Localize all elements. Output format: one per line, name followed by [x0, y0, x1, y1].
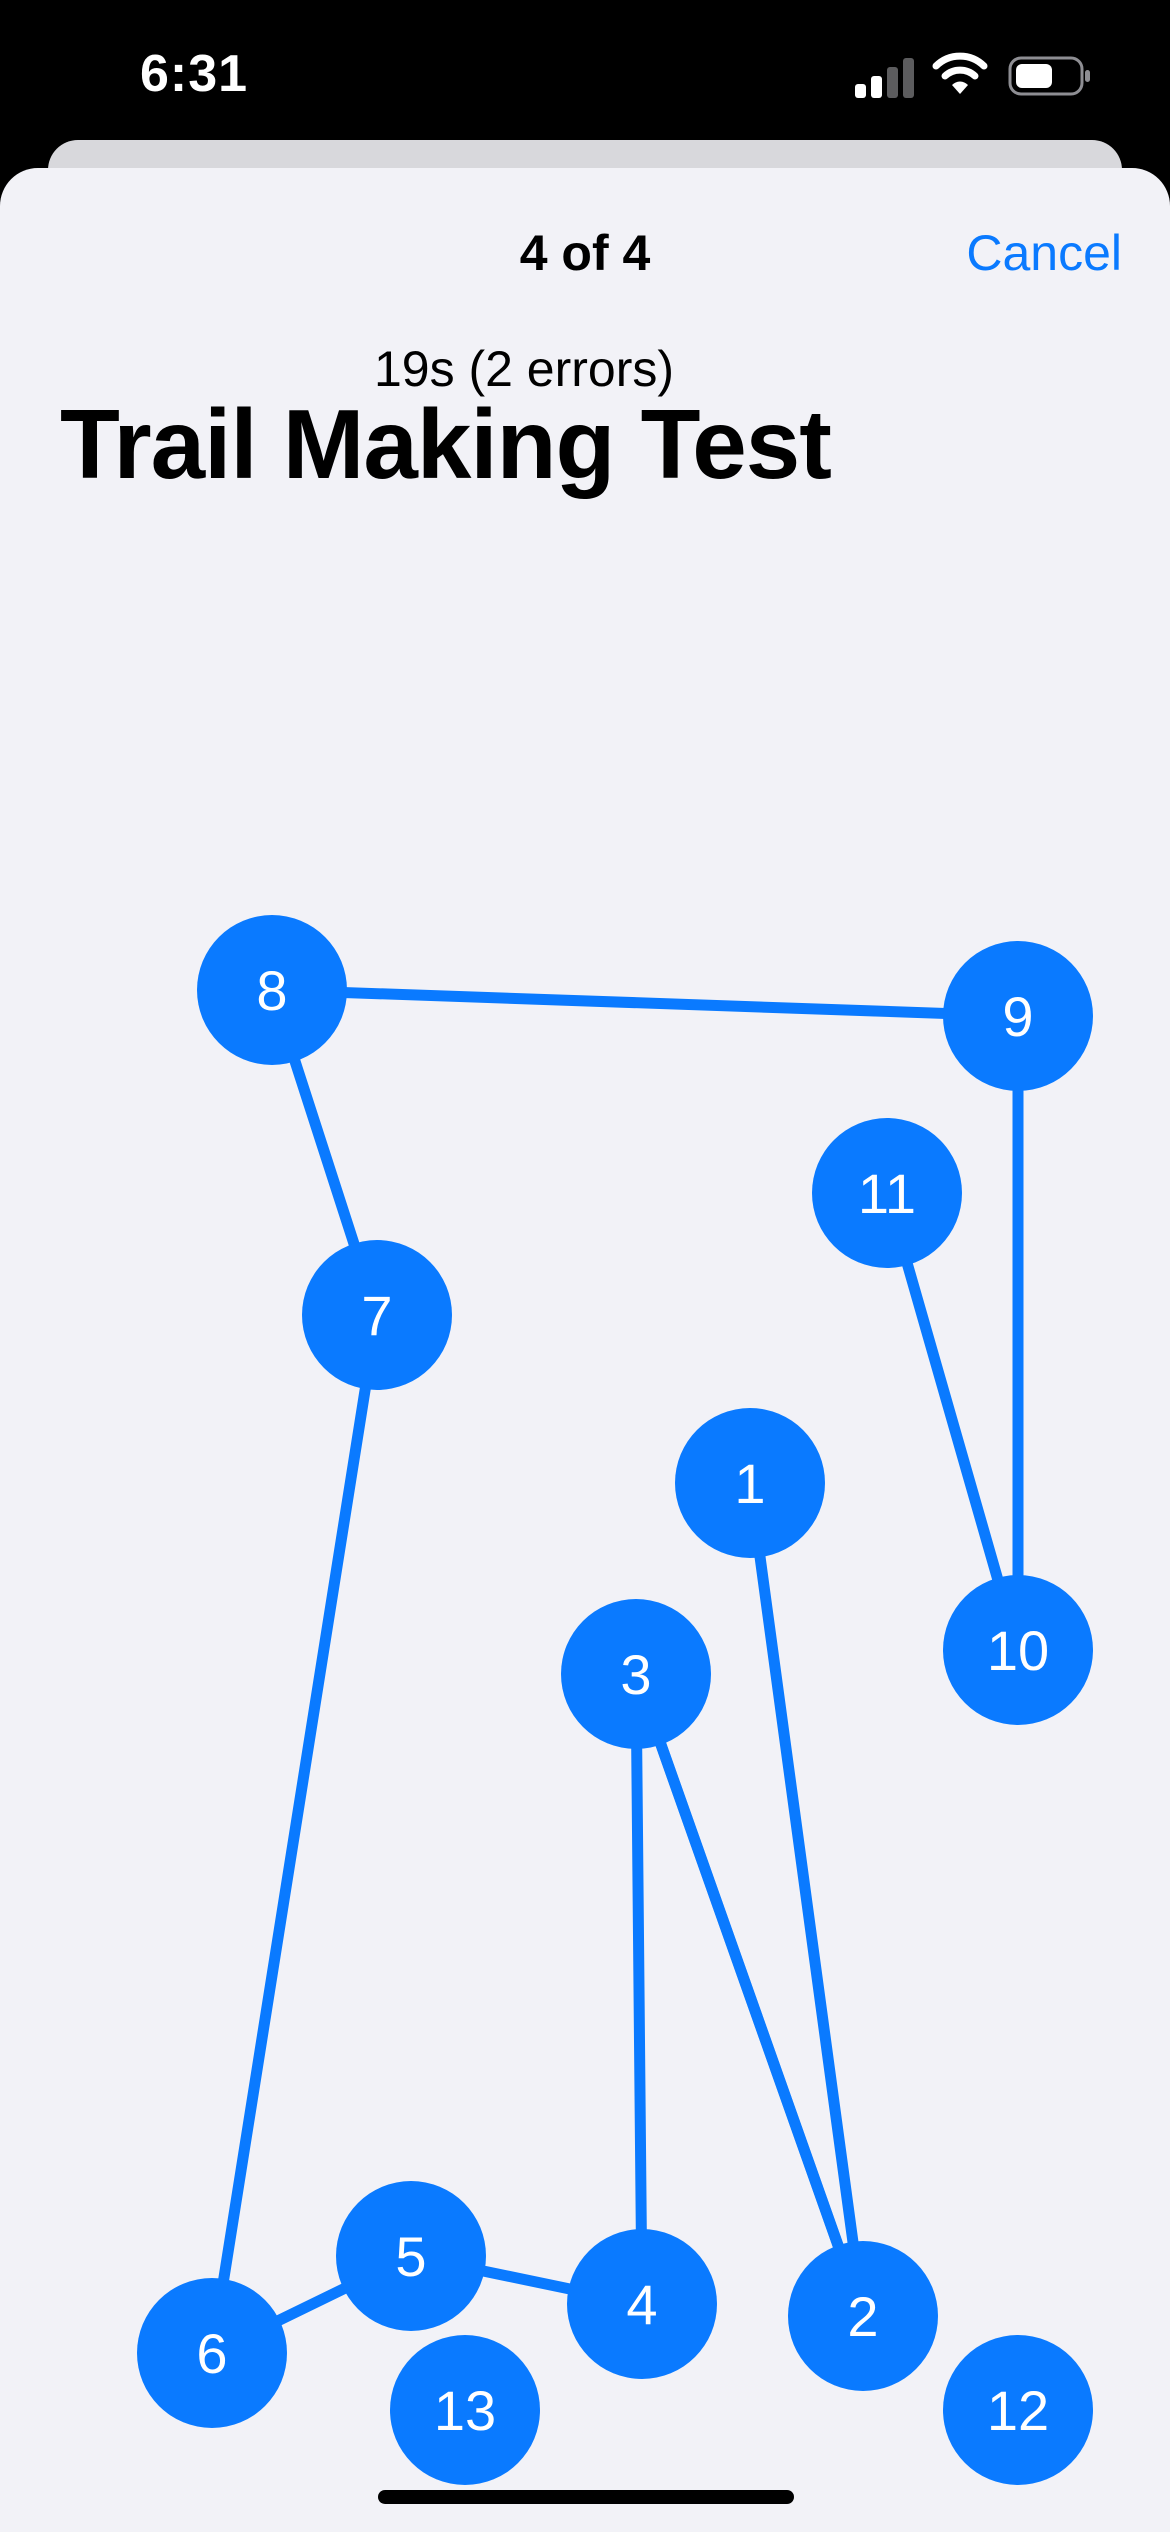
trail-node-circle [943, 2335, 1093, 2485]
trail-node-label: 9 [1002, 985, 1033, 1048]
trail-node-circle [675, 1408, 825, 1558]
trail-node-circle [197, 915, 347, 1065]
status-bar: 6:31 [0, 0, 1170, 150]
trail-node-circle [302, 1240, 452, 1390]
test-sheet: 4 of 4 Cancel 19s (2 errors) Trail Makin… [0, 168, 1170, 2532]
trail-node-6[interactable]: 6 [137, 2278, 287, 2428]
trail-node-circle [812, 1118, 962, 1268]
trail-segment-1-2 [744, 1477, 869, 2322]
trail-node-label: 4 [626, 2273, 657, 2336]
trail-node-label: 1 [734, 1452, 765, 1515]
trail-node-7[interactable]: 7 [302, 1240, 452, 1390]
trail-node-label: 10 [987, 1619, 1049, 1682]
trail-node-circle [567, 2229, 717, 2379]
wifi-icon [932, 52, 988, 94]
trail-node-circle [788, 2241, 938, 2391]
trail-node-label: 3 [620, 1643, 651, 1706]
page-title: Trail Making Test [60, 389, 832, 499]
trail-node-label: 11 [858, 1162, 916, 1225]
trail-node-circle [336, 2181, 486, 2331]
trail-node-12[interactable]: 12 [943, 2335, 1093, 2485]
trail-node-label: 2 [847, 2285, 878, 2348]
trail-segment-3-2 [630, 1668, 869, 2322]
trail-node-circle [390, 2335, 540, 2485]
trail-node-5[interactable]: 5 [336, 2181, 486, 2331]
trail-node-8[interactable]: 8 [197, 915, 347, 1065]
cellular-signal-icon [855, 58, 914, 98]
trail-node-circle [943, 941, 1093, 1091]
cancel-button[interactable]: Cancel [966, 225, 1122, 281]
status-time: 6:31 [140, 45, 249, 103]
trail-node-label: 6 [196, 2322, 227, 2385]
trail-node-13[interactable]: 13 [390, 2335, 540, 2485]
trail-node-10[interactable]: 10 [943, 1575, 1093, 1725]
trail-node-4[interactable]: 4 [567, 2229, 717, 2379]
trail-segment-6-7 [206, 1309, 383, 2359]
step-progress: 4 of 4 [519, 225, 651, 281]
trail-node-label: 13 [434, 2379, 496, 2442]
trail-node-circle [137, 2278, 287, 2428]
result-summary: 19s (2 errors) [373, 341, 675, 397]
trail-node-circle [561, 1599, 711, 1749]
trail-node-label: 7 [361, 1284, 392, 1347]
trail-node-circle [943, 1575, 1093, 1725]
trail-lines [206, 984, 1024, 2359]
trail-node-3[interactable]: 3 [561, 1599, 711, 1749]
trail-node-2[interactable]: 2 [788, 2241, 938, 2391]
trail-segment-10-11 [881, 1187, 1024, 1656]
trail-node-label: 8 [256, 959, 287, 1022]
home-indicator[interactable] [378, 2490, 794, 2504]
trail-node-1[interactable]: 1 [675, 1408, 825, 1558]
battery-icon [1008, 56, 1090, 96]
trail-node-11[interactable]: 11 [812, 1118, 962, 1268]
trail-node-label: 12 [987, 2379, 1049, 2442]
trail-node-9[interactable]: 9 [943, 941, 1093, 1091]
trail-node-label: 5 [395, 2225, 426, 2288]
trail-segment-8-9 [266, 984, 1024, 1022]
trail-segment-3-4 [630, 1668, 648, 2310]
